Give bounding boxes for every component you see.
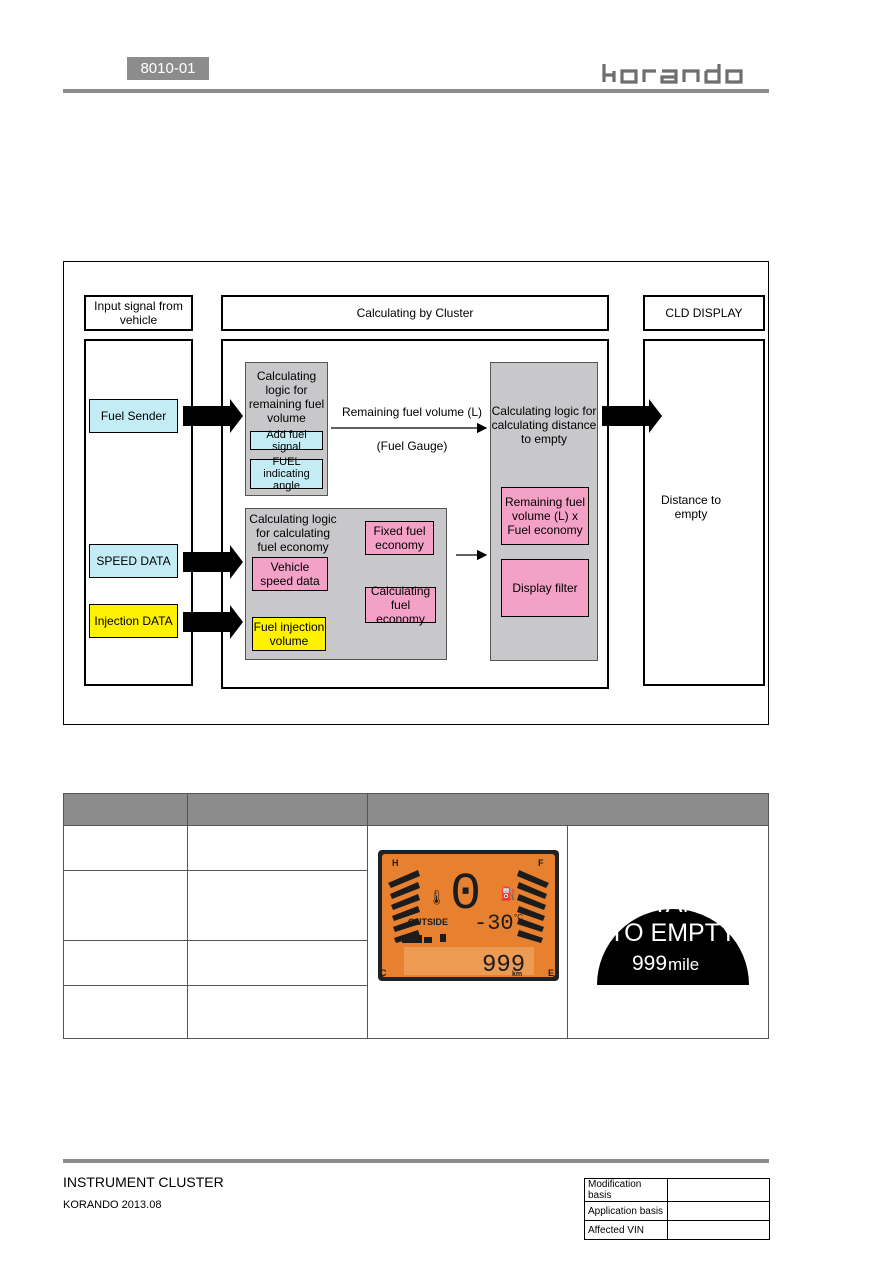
- application-basis-label: Application basis: [584, 1201, 668, 1221]
- badge-line-2: TO EMPTY: [609, 919, 737, 947]
- lcd-c-label: C: [380, 968, 387, 978]
- table-row: Modification basis: [584, 1178, 770, 1202]
- lcd-odometer-unit: km: [512, 971, 522, 978]
- outside-temp: -30: [474, 911, 514, 936]
- remaining-volume-formula: Remaining fuel volume (L) x Fuel economy: [501, 487, 589, 545]
- input-column-header: Input signal from vehicle: [84, 295, 193, 331]
- speed-data-signal: SPEED DATA: [89, 544, 178, 578]
- badge-value: 999: [632, 952, 667, 975]
- badge-unit: mile: [668, 955, 699, 974]
- display-column: [643, 339, 765, 686]
- application-basis-value: [667, 1201, 770, 1221]
- outside-label: OUTSIDE: [408, 917, 448, 927]
- lcd-odometer: 999: [482, 952, 525, 979]
- fuel-sender-arrow: [183, 399, 243, 433]
- injection-data-signal: Injection DATA: [89, 604, 178, 638]
- distance-to-empty-badge: DISTANCE TO EMPTY 999 mile: [597, 890, 749, 985]
- fuel-gauge-label: (Fuel Gauge): [376, 439, 448, 453]
- section-code: 8010-01: [127, 57, 209, 80]
- distance-to-empty-output: Distance to empty: [660, 493, 722, 521]
- table-cell: [187, 825, 368, 871]
- fuel-economy-logic-title: Calculating logic for calculating fuel e…: [249, 512, 337, 554]
- fuel-gauge-bars: [388, 870, 549, 943]
- add-fuel-signal: Add fuel signal: [250, 429, 323, 453]
- affected-vin-value: [667, 1220, 770, 1240]
- footer-title: INSTRUMENT CLUSTER: [63, 1174, 224, 1190]
- fuel-volume-logic-title: Calculating logic for remaining fuel vol…: [248, 369, 325, 425]
- fuel-indicating-angle: FUEL indicating angle: [250, 456, 323, 492]
- calc-column-header: Calculating by Cluster: [221, 295, 609, 331]
- remaining-fuel-label: Remaining fuel volume (L): [341, 405, 483, 419]
- lcd-big-digit: 0: [450, 865, 481, 924]
- vehicle-speed-data: Vehicle speed data: [252, 557, 328, 591]
- footer-subtitle: KORANDO 2013.08: [63, 1199, 162, 1211]
- table-cell: [63, 940, 188, 986]
- injection-data-arrow: [183, 605, 243, 639]
- table-cell: [63, 985, 188, 1039]
- display-output-arrow: [602, 399, 662, 433]
- lcd-h-label: H: [392, 858, 399, 868]
- display-column-header: CLD DISPLAY: [643, 295, 765, 331]
- table-row: [63, 985, 769, 1039]
- footer-rule: [63, 1159, 769, 1163]
- calculating-fuel-economy: Calculating fuel economy: [365, 584, 436, 626]
- distance-to-empty-logic-title: Calculating logic for calculating distan…: [491, 404, 597, 446]
- table-row: [63, 870, 769, 941]
- fuel-volume-logic-block: Calculating logic for remaining fuel vol…: [245, 362, 328, 496]
- modification-basis-value: [667, 1178, 770, 1202]
- header-cell-2: [187, 793, 368, 826]
- distance-to-empty-logic-block: Calculating logic for calculating distan…: [490, 362, 598, 661]
- table-cell: [63, 870, 188, 941]
- table-row: Affected VIN: [584, 1220, 770, 1240]
- table-row: [63, 940, 769, 986]
- cluster-lcd-display: H F C E 0 🌡 ⛽ OUTSIDE -30 °C 999 km: [378, 850, 559, 981]
- korando-logo: [602, 64, 743, 84]
- fuel-injection-volume: Fuel injection volume: [252, 617, 326, 651]
- table-cell: [187, 870, 368, 941]
- fixed-fuel-economy: Fixed fuel economy: [365, 521, 434, 555]
- revision-table: Modification basis Application basis Aff…: [584, 1178, 770, 1240]
- header-cell-3: [367, 793, 769, 826]
- lcd-f-label: F: [538, 858, 544, 868]
- spec-table-header: [63, 793, 769, 826]
- table-cell: [63, 825, 188, 871]
- temp-unit: °C: [514, 913, 523, 922]
- modification-basis-label: Modification basis: [584, 1178, 668, 1202]
- table-cell: [187, 985, 368, 1039]
- fuel-can-icon: [440, 934, 446, 942]
- coolant-temp-icon: 🌡: [428, 890, 446, 906]
- fuel-pump-icon: ⛽: [500, 886, 516, 902]
- table-cell: [187, 940, 368, 986]
- header-rule: [63, 89, 769, 93]
- fuel-sender-signal: Fuel Sender: [89, 399, 178, 433]
- road-icon: [424, 937, 432, 943]
- fuel-economy-logic-block: Calculating logic for calculating fuel e…: [245, 508, 447, 660]
- badge-line-1: DISTANCE: [611, 890, 736, 918]
- header-cell-1: [63, 793, 188, 826]
- car-icon: [402, 935, 422, 943]
- table-row: Application basis: [584, 1201, 770, 1221]
- lcd-e-label: E: [548, 968, 554, 978]
- affected-vin-label: Affected VIN: [584, 1220, 668, 1240]
- speed-data-arrow: [183, 545, 243, 579]
- block-diagram-frame: [63, 261, 769, 725]
- display-filter: Display filter: [501, 559, 589, 617]
